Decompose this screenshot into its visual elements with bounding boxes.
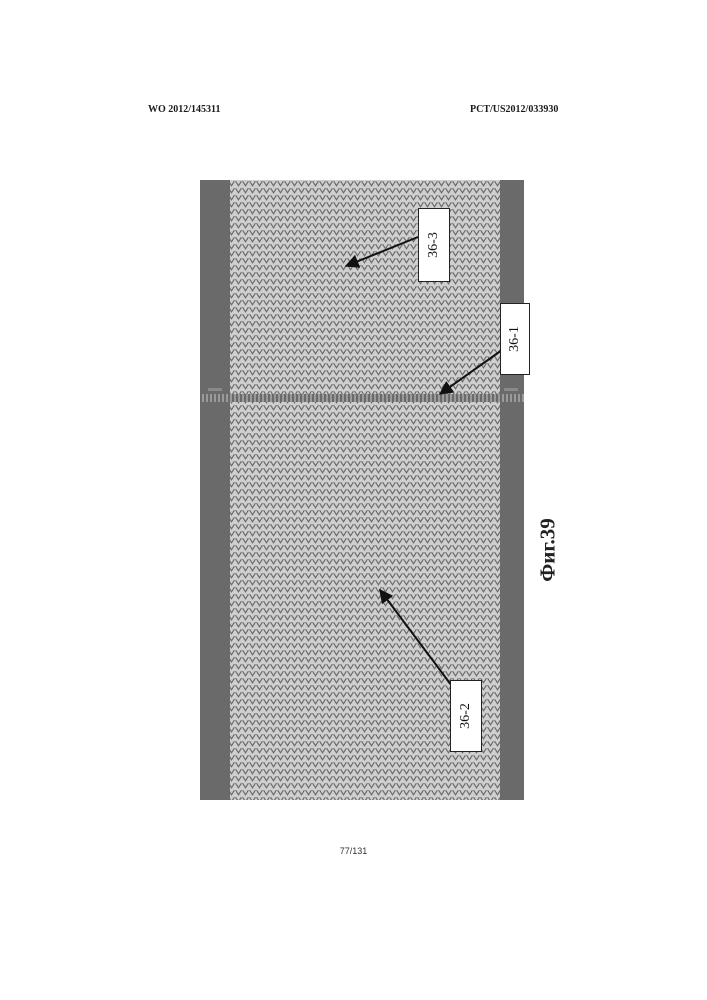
seam-tick-left <box>208 388 222 391</box>
page-number: 77/131 <box>0 846 707 856</box>
left-border-strip <box>200 180 230 800</box>
label-box-36-1: 36-1 <box>500 303 530 375</box>
right-border-strip <box>500 180 524 800</box>
seam-tick-right <box>504 388 518 391</box>
figure-caption: Фиг.39 <box>536 518 561 582</box>
seam-line <box>200 394 524 402</box>
label-box-36-2: 36-2 <box>450 680 482 752</box>
label-36-3: 36-3 <box>426 232 442 258</box>
application-number: PCT/US2012/033930 <box>470 104 558 115</box>
publication-number: WO 2012/145311 <box>148 104 221 115</box>
label-box-36-3: 36-3 <box>418 208 450 282</box>
label-36-2: 36-2 <box>458 703 474 729</box>
label-36-1: 36-1 <box>507 326 523 352</box>
